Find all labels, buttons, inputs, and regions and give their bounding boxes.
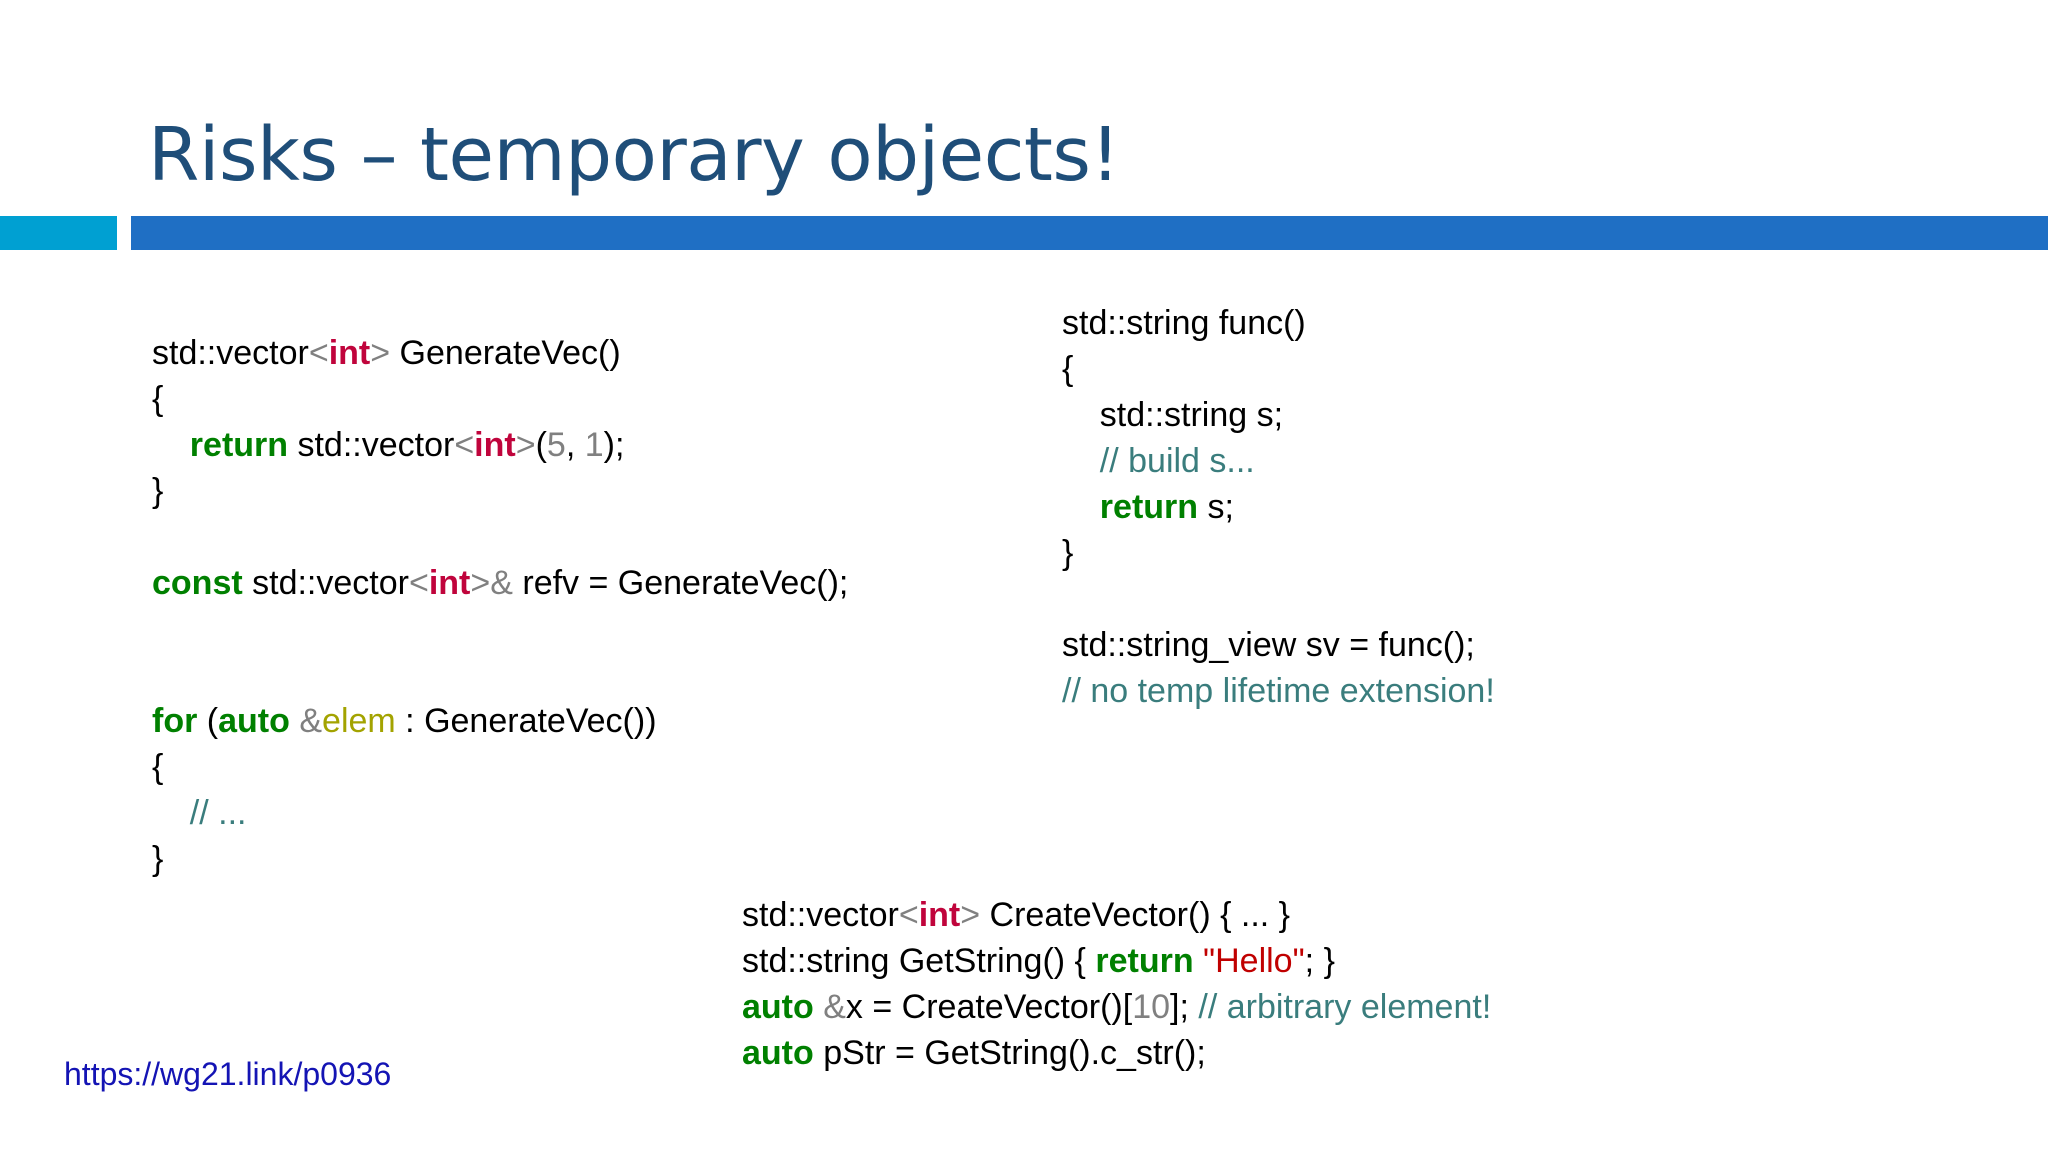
code-token: } [1062,534,1074,572]
code-token: std::string_view sv = func(); [1062,626,1475,664]
code-token: ( [535,426,547,464]
code-token [1062,442,1100,480]
reference-link[interactable]: https://wg21.link/p0936 [64,1056,392,1092]
code-token: return [1099,488,1199,526]
code-token: < [408,564,429,602]
code-token: > [960,896,981,934]
code-line: auto &x = CreateVector()[10]; // arbitra… [742,984,1491,1030]
code-token [814,988,823,1026]
code-line [1062,576,1495,622]
code-line: std::string_view sv = func(); [1062,622,1495,668]
code-token: pStr = GetString().c_str(); [813,1034,1206,1072]
code-token: < [308,334,329,372]
code-token: > [515,426,536,464]
code-token: ; } [1304,942,1335,980]
code-token: } [152,472,164,510]
code-block-string-view: std::string func(){ std::string s; // bu… [1062,300,1495,714]
code-token: ( [197,702,219,740]
code-line: std::vector<int> CreateVector() { ... } [742,892,1491,938]
code-line [152,606,848,652]
code-line [152,652,848,698]
divider-accent-segment [0,216,117,250]
code-token: auto [742,1034,814,1072]
code-token: std::string s; [1062,396,1284,434]
code-token: auto [742,988,814,1026]
code-token: const [152,564,243,602]
code-token: for [152,702,198,740]
code-line: std::string func() [1062,300,1495,346]
code-token: // no temp lifetime extension! [1062,672,1495,710]
code-token [1194,942,1203,980]
code-token: < [898,896,919,934]
code-token: & [823,988,846,1026]
code-token: int [918,896,961,934]
code-token: int [474,426,516,464]
code-token: > [470,564,491,602]
code-token: 1 [584,426,604,464]
code-token: > [370,334,391,372]
code-token: std::string GetString() { [742,942,1096,980]
code-token: return [1095,942,1194,980]
code-token: s; [1198,488,1234,526]
code-token [152,426,190,464]
code-token: & [490,564,513,602]
code-token: std::vector [288,426,455,464]
code-token: int [428,564,471,602]
code-line: } [152,468,848,514]
code-line: for (auto &elem : GenerateVec()) [152,698,848,744]
code-token: "Hello" [1203,942,1305,980]
code-token: 5 [546,426,566,464]
code-token: { [152,380,164,418]
code-line: { [1062,346,1495,392]
code-token: // ... [189,794,247,832]
code-line: { [152,376,848,422]
title-divider-bar [0,216,2048,250]
code-line: std::vector<int> GenerateVec() [152,330,848,376]
code-token: std::vector [242,564,409,602]
code-token: ); [603,426,625,464]
code-line: { [152,744,848,790]
code-token: std::vector [152,334,309,372]
code-token: } [152,840,164,878]
code-line: const std::vector<int>& refv = GenerateV… [152,560,848,606]
code-token: x = CreateVector()[ [845,988,1133,1026]
code-token: { [152,748,164,786]
code-token: 10 [1132,988,1171,1026]
code-line: auto pStr = GetString().c_str(); [742,1030,1491,1076]
code-token: ]; [1170,988,1199,1026]
code-line: // ... [152,790,848,836]
code-token: < [454,426,475,464]
code-token: std::vector [742,896,899,934]
code-line: std::string GetString() { return "Hello"… [742,938,1491,984]
divider-main-segment [131,216,2048,250]
code-line: // no temp lifetime extension! [1062,668,1495,714]
code-line: } [152,836,848,882]
code-block-generatevec: std::vector<int> GenerateVec(){ return s… [152,330,848,882]
code-token: std::string func() [1062,304,1306,342]
code-token: int [328,334,371,372]
code-token: return [189,426,289,464]
code-token: auto [218,702,290,740]
code-token: elem [322,702,396,740]
code-token [152,794,190,832]
code-token [290,702,299,740]
code-block-temporaries: std::vector<int> CreateVector() { ... }s… [742,892,1491,1076]
code-token: { [1062,350,1074,388]
code-token: // build s... [1099,442,1255,480]
code-token: refv = GenerateVec(); [512,564,849,602]
code-line: std::string s; [1062,392,1495,438]
code-token: // arbitrary element! [1198,988,1492,1026]
code-line: return s; [1062,484,1495,530]
code-token: & [299,702,323,740]
code-line [152,514,848,560]
code-token: GenerateVec() [390,334,621,372]
page-title: Risks – temporary objects! [148,111,1120,198]
code-token: CreateVector() { ... } [980,896,1291,934]
code-token: , [565,426,585,464]
code-line: return std::vector<int>(5, 1); [152,422,848,468]
code-line: } [1062,530,1495,576]
code-line: // build s... [1062,438,1495,484]
code-token [1062,488,1100,526]
code-token: : GenerateVec()) [395,702,657,740]
